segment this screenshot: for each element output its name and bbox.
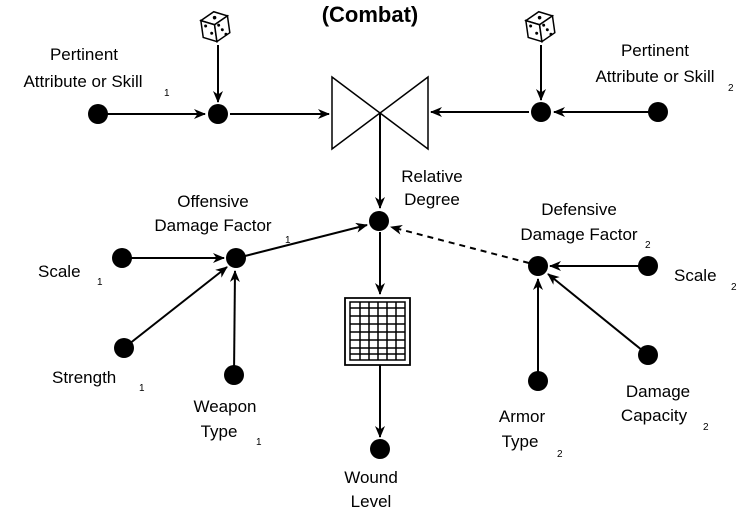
label-armor-type-line2: Type <box>502 432 539 451</box>
label-attr-left-line1: Pertinent <box>50 45 118 64</box>
label-scale-right: Scale <box>674 266 717 285</box>
label-attr-left-line2: Attribute or Skill <box>23 72 142 91</box>
bowtie-valve-icon <box>331 75 429 151</box>
node-armor-type <box>528 371 548 391</box>
node-scale-right <box>638 256 658 276</box>
label-defensive-sub: 2 <box>645 240 651 251</box>
label-scale-left: Scale <box>38 262 81 281</box>
label-relative-degree-line1: Relative <box>401 167 462 186</box>
diagram-title: (Combat) <box>322 2 419 27</box>
edge-defensive-to-degree <box>390 224 530 264</box>
label-defensive-line1: Defensive <box>541 200 617 219</box>
label-attr-right-sub: 2 <box>728 83 734 94</box>
node-left-combine <box>208 104 228 124</box>
node-strength <box>114 338 134 358</box>
label-weapon-type-line1: Weapon <box>193 397 256 416</box>
label-offensive-line2: Damage Factor <box>154 216 271 235</box>
node-damage-capacity <box>638 345 658 365</box>
label-attr-right-line2: Attribute or Skill <box>595 67 714 86</box>
die-icon <box>199 10 231 43</box>
label-damage-capacity-sub: 2 <box>703 422 709 433</box>
node-wound-level <box>370 439 390 459</box>
label-strength: Strength <box>52 368 116 387</box>
label-damage-capacity-line2: Capacity <box>621 406 688 425</box>
label-wound-level-line1: Wound <box>344 468 398 487</box>
node-weapon-type <box>224 365 244 385</box>
label-relative-degree-line2: Degree <box>404 190 460 209</box>
node-offensive <box>226 248 246 268</box>
wound-table-grid-icon <box>344 297 411 366</box>
label-weapon-type-sub: 1 <box>256 437 262 448</box>
label-offensive-sub: 1 <box>285 235 291 246</box>
label-offensive-line1: Offensive <box>177 192 249 211</box>
label-attr-left-sub: 1 <box>164 88 170 99</box>
label-armor-type-line1: Armor <box>499 407 546 426</box>
label-weapon-type-line2: Type <box>201 422 238 441</box>
label-armor-type-sub: 2 <box>557 449 563 460</box>
nodes <box>88 102 668 459</box>
label-strength-sub: 1 <box>139 383 145 394</box>
node-attr-right <box>648 102 668 122</box>
edge-damage-capacity <box>547 273 649 356</box>
node-defensive <box>528 256 548 276</box>
label-attr-right-line1: Pertinent <box>621 41 689 60</box>
edge-weapon-type <box>229 270 240 376</box>
label-scale-left-sub: 1 <box>97 277 103 288</box>
label-defensive-line2: Damage Factor <box>520 225 637 244</box>
connectors <box>98 45 658 438</box>
node-scale-left <box>112 248 132 268</box>
label-wound-level-line2: Level <box>351 492 392 511</box>
node-attr-left <box>88 104 108 124</box>
node-relative-degree <box>369 211 389 231</box>
edge-offensive-to-degree <box>244 222 368 257</box>
node-right-combine <box>531 102 551 122</box>
die-icon <box>524 10 556 43</box>
edge-strength <box>123 266 228 349</box>
labels: Pertinent Attribute or Skill 1 Pertinent… <box>23 41 737 511</box>
label-scale-right-sub: 2 <box>731 282 737 293</box>
label-damage-capacity-line1: Damage <box>626 382 690 401</box>
